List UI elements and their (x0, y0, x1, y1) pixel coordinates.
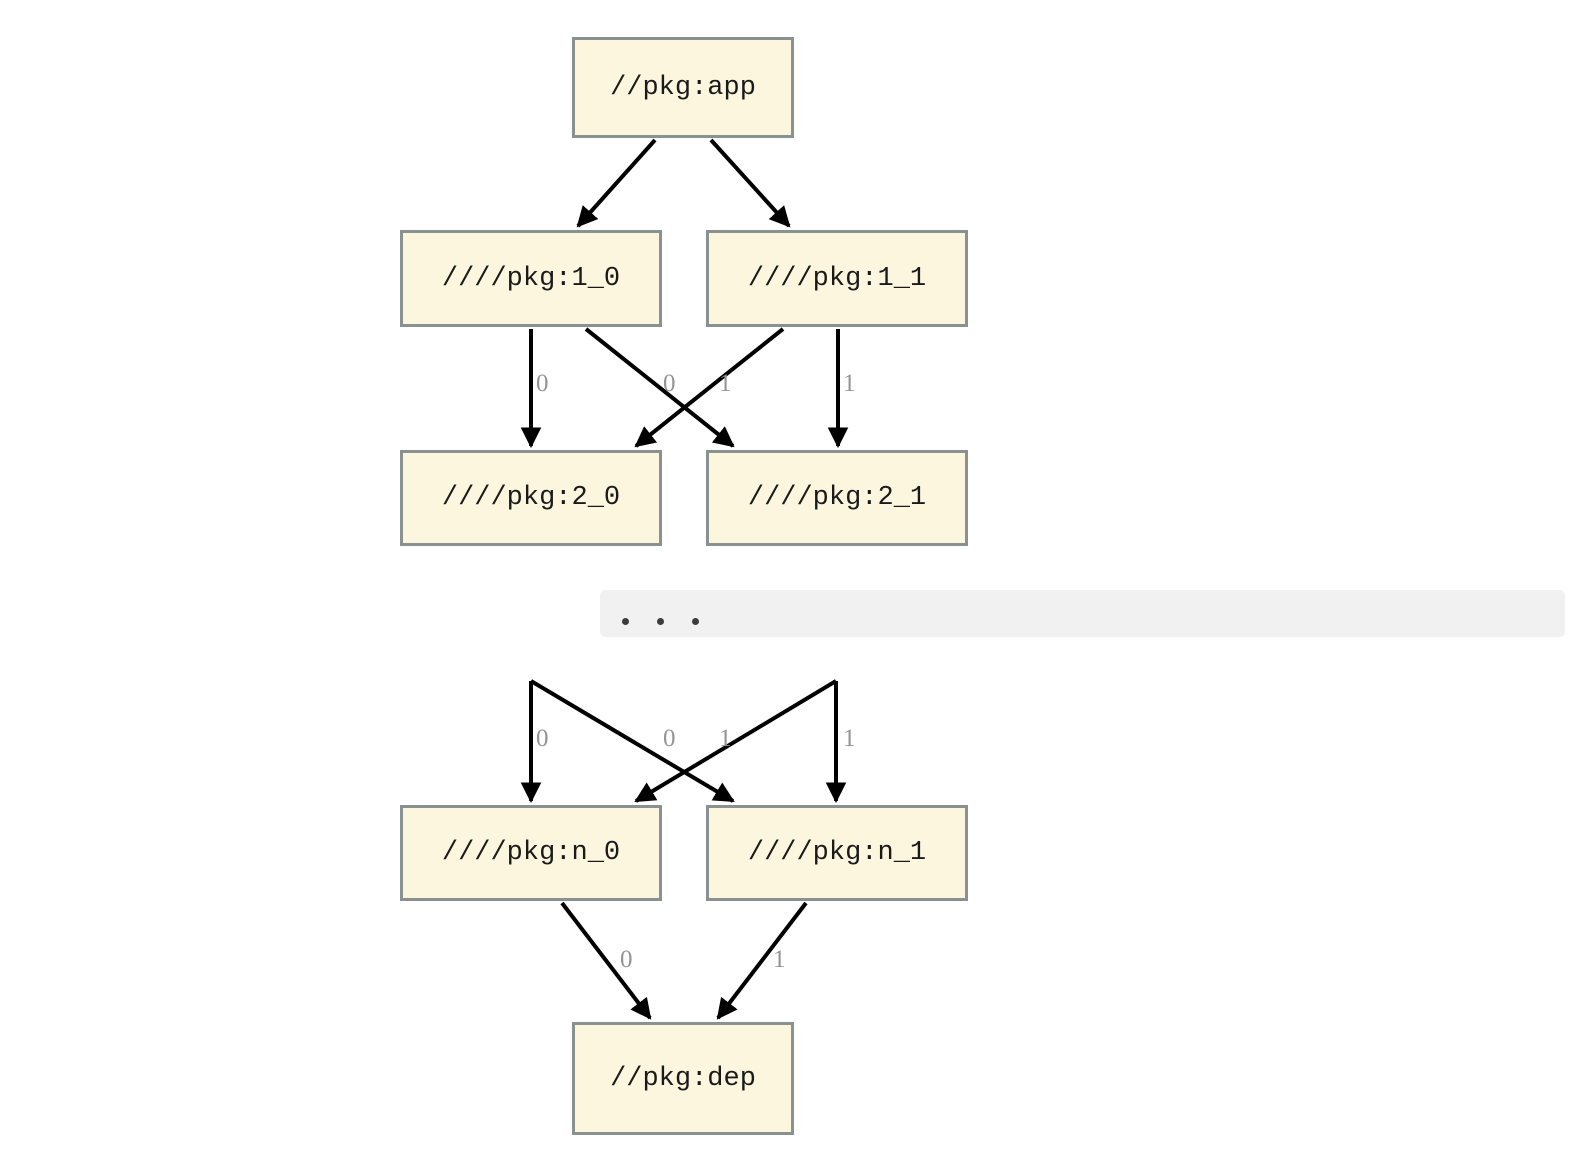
edge-n_0-to-dep (560, 901, 652, 1020)
edge-1_1-to-2_0 (634, 327, 785, 448)
edge-label-n_1-to-dep: 1 (773, 946, 786, 973)
edge-label-n_0-to-dep: 0 (620, 946, 633, 973)
edge-hidden-to-n_0-cross (634, 679, 838, 803)
edge-label-1_1-to-2_1: 1 (843, 370, 856, 397)
edge-1_0-to-2_1 (584, 327, 735, 448)
edge-label-1_0-to-2_0: 0 (536, 370, 549, 397)
ellipsis-dot (692, 618, 699, 625)
edge-hidden-to-n_1-cross (529, 679, 735, 803)
node-label: ////pkg:1_0 (441, 263, 621, 294)
edge-label-1_1-to-2_0: 1 (719, 370, 732, 397)
collapsed-levels-band[interactable] (600, 590, 1565, 637)
ellipsis-dot (622, 618, 629, 625)
node-app[interactable]: //pkg:app (572, 37, 794, 138)
ellipsis-dot (657, 618, 664, 625)
edge-app-to-1_1 (709, 138, 791, 228)
edge-label-hidden-to-n_0: 0 (536, 725, 549, 752)
node-l1_0[interactable]: ////pkg:1_0 (400, 230, 662, 327)
node-l2_0[interactable]: ////pkg:2_0 (400, 450, 662, 546)
node-label: ////pkg:2_1 (747, 483, 927, 513)
edge-label-1_0-to-2_1: 0 (663, 370, 676, 397)
node-dep[interactable]: //pkg:dep (572, 1022, 794, 1135)
node-label: //pkg:app (610, 72, 756, 103)
node-label: //pkg:dep (610, 1063, 756, 1094)
edge-label-hidden-to-n_1-cross: 0 (663, 725, 676, 752)
node-label: ////pkg:2_0 (441, 483, 621, 513)
edge-label-hidden-to-n_0-cross: 1 (719, 725, 732, 752)
edge-n_1-to-dep (716, 901, 808, 1020)
edge-label-hidden-to-n_1: 1 (843, 725, 856, 752)
node-label: ////pkg:n_1 (747, 838, 927, 868)
edge-app-to-1_0 (576, 138, 657, 228)
node-label: ////pkg:n_0 (441, 838, 621, 868)
node-ln_0[interactable]: ////pkg:n_0 (400, 805, 662, 901)
ellipsis-icon (600, 618, 699, 637)
edge-lines (520, 138, 849, 1020)
node-label: ////pkg:1_1 (747, 263, 927, 294)
node-l1_1[interactable]: ////pkg:1_1 (706, 230, 968, 327)
node-ln_1[interactable]: ////pkg:n_1 (706, 805, 968, 901)
node-l2_1[interactable]: ////pkg:2_1 (706, 450, 968, 546)
